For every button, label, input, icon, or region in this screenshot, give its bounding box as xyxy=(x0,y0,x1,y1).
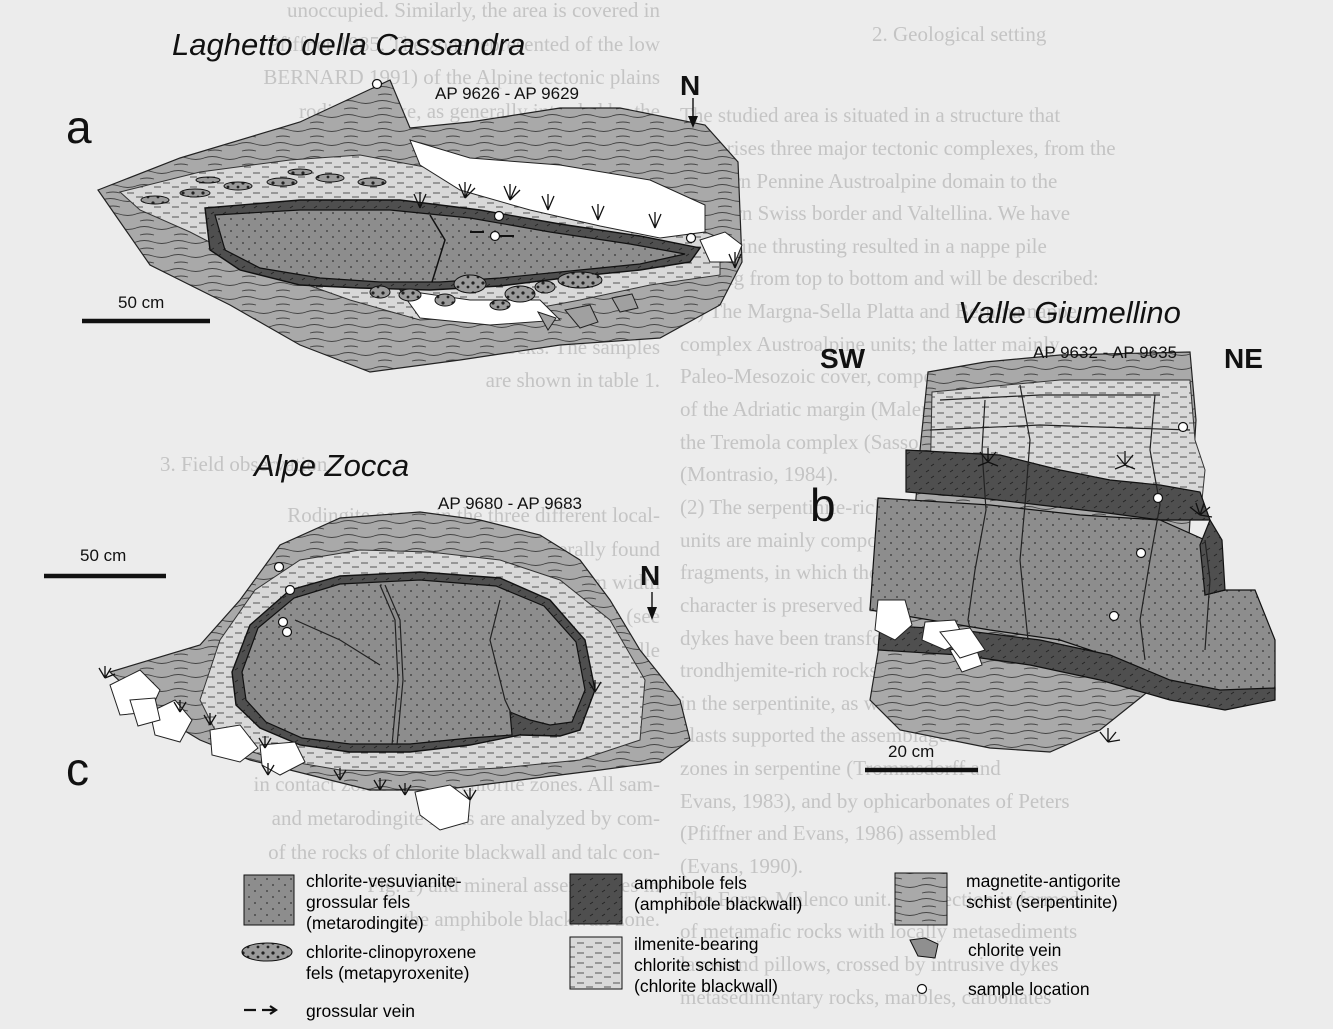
legend-label-amphibole: amphibole fels (amphibole blackwall) xyxy=(634,873,802,915)
legend-swatch-chlorite-schist xyxy=(570,937,622,989)
legend-label-chlorite-schist-line1: ilmenite-bearing xyxy=(634,934,778,955)
legend-label-pyroxenite: chlorite-clinopyroxene fels (metapyroxen… xyxy=(306,942,476,984)
legend-label-pyroxenite-line2: fels (metapyroxenite) xyxy=(306,963,476,984)
panel-b-letter: b xyxy=(810,478,836,532)
panel-b-site-title: Valle Giumellino xyxy=(958,295,1181,331)
panel-a-scale-label: 50 cm xyxy=(118,293,164,313)
legend-label-chlorite-vein: chlorite vein xyxy=(968,940,1061,961)
panel-c-rodingite xyxy=(242,580,585,744)
panel-a-north-label: N xyxy=(680,70,700,102)
legend-label-sample-location: sample location xyxy=(968,979,1090,1000)
legend-label-chlorite-schist-line2: chlorite schist xyxy=(634,955,778,976)
legend-symbol-sample-location xyxy=(918,985,927,994)
legend-label-pyroxenite-line1: chlorite-clinopyroxene xyxy=(306,942,476,963)
panel-a-outcrop xyxy=(98,80,742,373)
panel-b-scale-label: 20 cm xyxy=(888,742,934,762)
legend-swatch-pyroxenite xyxy=(242,943,292,961)
legend-label-serpentinite-line2: schist (serpentinite) xyxy=(966,892,1121,913)
panel-c-north-label: N xyxy=(640,560,660,592)
legend-swatch-rodingite xyxy=(244,875,294,925)
panel-c-sample-range: AP 9680 - AP 9683 xyxy=(438,494,582,514)
legend-label-serpentinite: magnetite-antigorite schist (serpentinit… xyxy=(966,871,1121,913)
panel-c-site-title: Alpe Zocca xyxy=(254,448,409,484)
panel-a-sample-range: AP 9626 - AP 9629 xyxy=(435,84,579,104)
legend-label-rodingite: chlorite-vesuvianite- grossular fels (me… xyxy=(306,871,462,934)
legend-swatch-serpentinite xyxy=(895,873,947,925)
panel-b-direction-sw: SW xyxy=(820,343,865,375)
panel-b-sample-range: AP 9632 - AP 9635 xyxy=(1033,343,1177,363)
legend-label-chlorite-schist: ilmenite-bearing chlorite schist (chlori… xyxy=(634,934,778,997)
panel-a-site-title: Laghetto della Cassandra xyxy=(172,27,525,63)
panel-c-outcrop xyxy=(99,512,690,830)
panel-b-direction-ne: NE xyxy=(1224,343,1263,375)
legend-label-rodingite-line3: (metarodingite) xyxy=(306,913,462,934)
legend-label-rodingite-line1: chlorite-vesuvianite- xyxy=(306,871,462,892)
panel-b-outcrop xyxy=(870,352,1275,752)
legend-label-amphibole-line2: (amphibole blackwall) xyxy=(634,894,802,915)
legend-label-chlorite-schist-line3: (chlorite blackwall) xyxy=(634,976,778,997)
panel-c-scale-label: 50 cm xyxy=(80,546,126,566)
legend-label-grossular-vein: grossular vein xyxy=(306,1001,415,1022)
legend-swatch-amphibole xyxy=(570,874,622,924)
panel-c-letter: c xyxy=(66,742,89,796)
panel-a-letter: a xyxy=(66,100,92,154)
panel-c-north-arrow xyxy=(647,592,657,620)
legend-label-amphibole-line1: amphibole fels xyxy=(634,873,802,894)
legend-label-rodingite-line2: grossular fels xyxy=(306,892,462,913)
legend-swatch-chlorite-vein xyxy=(910,938,938,958)
legend-symbol-grossular-vein xyxy=(244,1006,276,1014)
legend-label-serpentinite-line1: magnetite-antigorite xyxy=(966,871,1121,892)
